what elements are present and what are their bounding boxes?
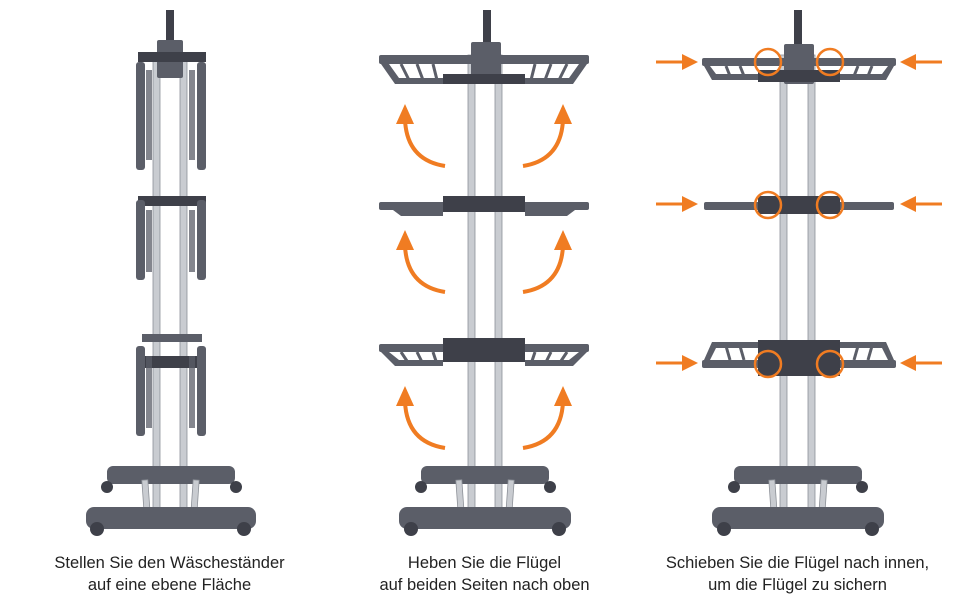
front-wheel-left xyxy=(90,522,104,536)
curved-up-arrow-icon xyxy=(522,245,565,294)
front-wheel-right xyxy=(237,522,251,536)
rear-wheel-right xyxy=(230,481,242,493)
curved-up-arrow-icon xyxy=(522,119,565,168)
middle-wings-raised xyxy=(379,196,589,216)
step-2-caption: Heben Sie die Flügel auf beiden Seiten n… xyxy=(323,552,646,596)
step-1-caption: Stellen Sie den Wäscheständer auf eine e… xyxy=(8,552,331,596)
caption-line: auf eine ebene Fläche xyxy=(87,576,252,594)
step-3-illustration xyxy=(656,10,942,536)
top-cap xyxy=(794,10,802,46)
rack-pole-right xyxy=(807,54,816,511)
folded-wing-right-3 xyxy=(197,346,206,436)
rear-wheel-left xyxy=(728,481,740,493)
folded-wing-left-2 xyxy=(136,200,145,280)
step-2-illustration xyxy=(379,10,589,536)
curved-up-arrow-icon xyxy=(522,401,565,450)
caption-line: Heben Sie die Flügel xyxy=(407,554,562,572)
rack-pole-right xyxy=(494,54,503,511)
caption-line: Schieben Sie die Flügel nach innen, xyxy=(665,554,930,572)
middle-wings-locked xyxy=(704,196,894,214)
highlight-circle-icon xyxy=(815,349,845,379)
front-wheel-right xyxy=(552,522,566,536)
folded-wing-right-1 xyxy=(197,62,206,170)
front-base xyxy=(399,507,571,529)
rack-pole-left xyxy=(152,54,161,511)
curved-up-arrow-icon xyxy=(403,401,446,450)
raise-arrows xyxy=(403,119,565,450)
front-base xyxy=(712,507,884,529)
rack-pole-right xyxy=(179,54,188,511)
folded-wing-right-2 xyxy=(197,200,206,280)
top-cap xyxy=(166,10,174,46)
rear-wheel-left xyxy=(415,481,427,493)
front-wheel-left xyxy=(717,522,731,536)
caption-line: um die Flügel zu sichern xyxy=(708,576,887,594)
curved-up-arrow-icon xyxy=(403,245,446,294)
highlight-circle-icon xyxy=(753,349,783,379)
lock-highlights xyxy=(753,47,845,379)
top-crossbar xyxy=(138,52,206,62)
step-3-caption: Schieben Sie die Flügel nach innen, um d… xyxy=(636,552,959,596)
upper-wings-raised xyxy=(379,55,589,84)
rack-pole-left xyxy=(779,54,788,511)
push-in-arrows xyxy=(656,60,942,365)
folded-wing-left-1 xyxy=(136,62,145,170)
lower-wings-locked xyxy=(702,340,896,376)
highlight-circle-icon xyxy=(753,47,783,77)
rack-pole-left xyxy=(467,54,476,511)
rear-base xyxy=(421,466,549,484)
highlight-circle-icon xyxy=(753,190,783,220)
highlight-circle-icon xyxy=(815,47,845,77)
lower-frame-top xyxy=(142,334,202,342)
rear-base xyxy=(734,466,862,484)
highlight-circle-icon xyxy=(815,190,845,220)
rear-wheel-left xyxy=(101,481,113,493)
front-wheel-right xyxy=(865,522,879,536)
top-cap xyxy=(483,10,491,46)
rear-wheel-right xyxy=(544,481,556,493)
front-wheel-left xyxy=(404,522,418,536)
rear-base xyxy=(107,466,235,484)
rear-wheel-right xyxy=(856,481,868,493)
caption-line: Stellen Sie den Wäscheständer xyxy=(54,554,285,572)
lower-wings-raised xyxy=(379,338,589,366)
step-1-illustration xyxy=(86,10,256,536)
upper-wings-locked xyxy=(702,58,896,82)
curved-up-arrow-icon xyxy=(403,119,446,168)
front-base xyxy=(86,507,256,529)
middle-crossbar xyxy=(138,196,206,206)
caption-line: auf beiden Seiten nach oben xyxy=(379,576,590,594)
folded-wing-left-3 xyxy=(136,346,145,436)
